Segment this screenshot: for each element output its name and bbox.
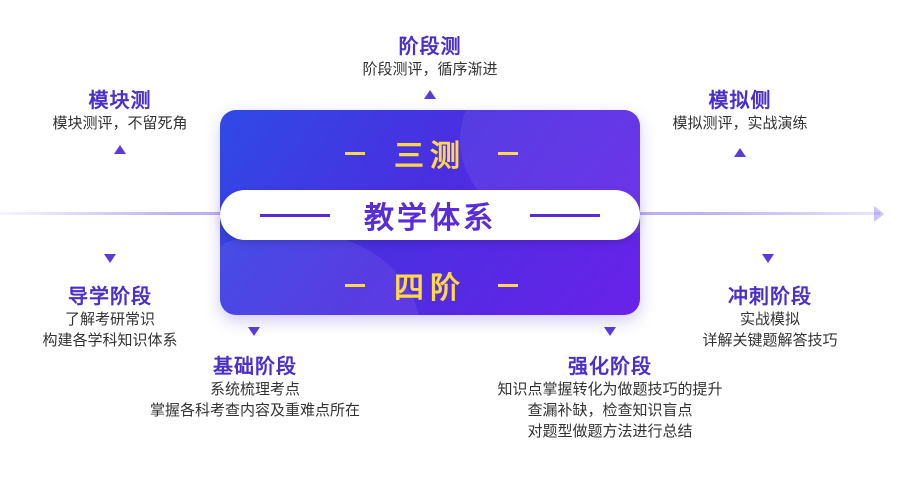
dash-decoration — [345, 152, 365, 155]
sprint-stage-desc: 详解关键题解答技巧 — [702, 331, 838, 349]
four-stages-title: 四阶 — [394, 271, 466, 306]
module-test-title: 模块测 — [88, 88, 152, 112]
sprint-stage-node: 冲刺阶段 实战模拟 详解关键题解答技巧 — [670, 280, 870, 351]
strengthen-stage-desc: 对题型做题方法进行总结 — [527, 422, 693, 440]
foundation-stage-title: 基础阶段 — [213, 354, 297, 378]
module-test-desc: 模块测评，不留死角 — [52, 114, 188, 132]
band-rule-left — [260, 214, 330, 217]
sprint-stage-desc: 实战模拟 — [739, 310, 800, 328]
mock-test-desc: 模拟测评，实战演练 — [672, 114, 808, 132]
chevron-down-icon — [604, 327, 616, 336]
strengthen-stage-desc: 知识点掌握转化为做题技巧的提升 — [497, 380, 723, 398]
stage-test-desc: 阶段测评，循序渐进 — [362, 60, 498, 78]
guide-stage-node: 导学阶段 了解考研常识 构建各学科知识体系 — [10, 280, 210, 351]
foundation-stage-desc: 系统梳理考点 — [209, 380, 300, 398]
teaching-system-title: 教学体系 — [364, 201, 496, 236]
strengthen-stage-desc: 查漏补缺，检查知识盲点 — [527, 401, 693, 419]
guide-stage-desc: 了解考研常识 — [64, 310, 155, 328]
timeline-arrow-icon — [874, 206, 884, 222]
chevron-down-icon — [248, 327, 260, 336]
module-test-node: 模块测 模块测评，不留死角 — [20, 84, 220, 134]
dash-decoration — [498, 152, 518, 155]
teaching-system-band: 教学体系 — [220, 190, 640, 240]
stage-test-node: 阶段测 阶段测评，循序渐进 — [330, 30, 530, 80]
stage-test-title: 阶段测 — [398, 34, 462, 58]
chevron-down-icon — [104, 254, 116, 263]
sprint-stage-title: 冲刺阶段 — [728, 284, 812, 308]
strengthen-stage-node: 强化阶段 知识点掌握转化为做题技巧的提升 查漏补缺，检查知识盲点 对题型做题方法… — [465, 350, 755, 442]
foundation-stage-desc: 掌握各科考查内容及重难点所在 — [149, 401, 360, 419]
mock-test-title: 模拟侧 — [708, 88, 772, 112]
three-tests-title: 三测 — [394, 139, 466, 174]
guide-stage-title: 导学阶段 — [68, 284, 152, 308]
band-rule-right — [530, 214, 600, 217]
dash-decoration — [345, 284, 365, 287]
chevron-up-icon — [424, 90, 436, 99]
guide-stage-desc: 构建各学科知识体系 — [42, 331, 178, 349]
mock-test-node: 模拟侧 模拟测评，实战演练 — [640, 84, 840, 134]
foundation-stage-node: 基础阶段 系统梳理考点 掌握各科考查内容及重难点所在 — [115, 350, 395, 421]
chevron-up-icon — [114, 145, 126, 154]
chevron-up-icon — [734, 148, 746, 157]
strengthen-stage-title: 强化阶段 — [568, 354, 652, 378]
chevron-down-icon — [762, 254, 774, 263]
dash-decoration — [498, 284, 518, 287]
